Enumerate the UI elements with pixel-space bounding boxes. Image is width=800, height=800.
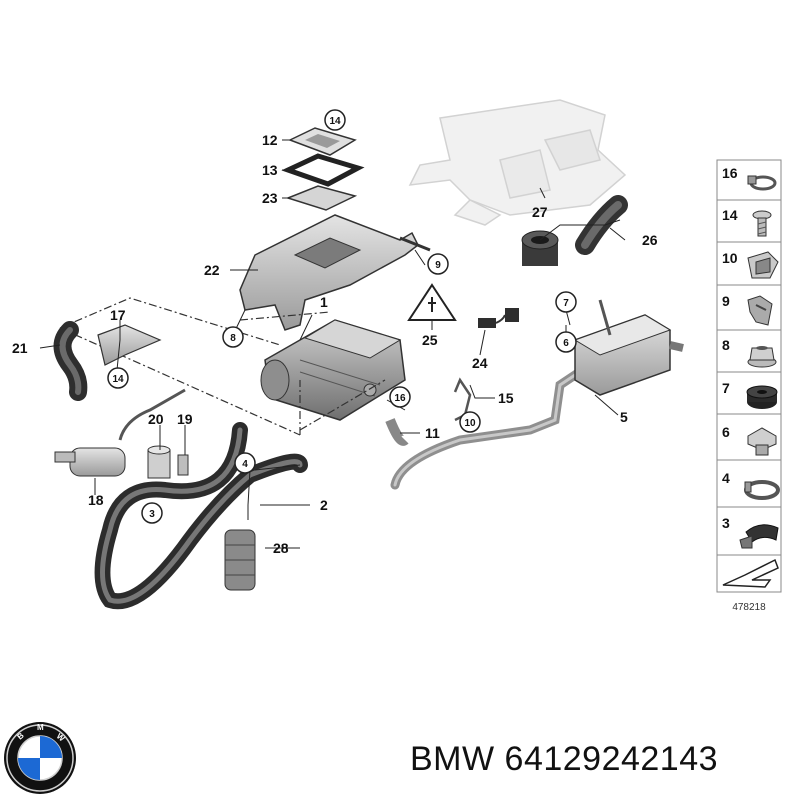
svg-text:4: 4	[242, 459, 248, 470]
connector-part-24	[478, 308, 519, 328]
circle-callout-10: 10	[459, 411, 481, 433]
svg-text:7: 7	[722, 380, 730, 396]
callout-13: 13	[262, 162, 278, 178]
callout-19: 19	[177, 411, 193, 427]
clip-nut-icon	[747, 251, 779, 279]
auxiliary-heater-part-1	[260, 319, 406, 421]
callout-12: 12	[262, 132, 278, 148]
legend-row-7: 7	[717, 380, 781, 415]
callout-28: 28	[273, 540, 289, 556]
ghost-engine-block	[408, 99, 627, 226]
svg-text:10: 10	[722, 250, 738, 266]
bracket-part-22	[239, 214, 431, 331]
callout-21: 21	[12, 340, 28, 356]
callout-18: 18	[88, 492, 104, 508]
svg-text:3: 3	[149, 509, 155, 520]
svg-text:9: 9	[722, 293, 730, 309]
arrow-symbol-icon	[722, 558, 779, 588]
circle-callout-14-top: 14	[324, 109, 346, 131]
legend-row-6: 6	[717, 424, 781, 461]
svg-text:14: 14	[112, 374, 124, 385]
svg-text:B: B	[16, 731, 26, 742]
legend-row-10: 10	[717, 250, 781, 286]
circle-callout-8: 8	[222, 326, 244, 348]
gasket-plate-12	[288, 127, 357, 156]
circle-callout-16: 16	[389, 386, 411, 408]
svg-text:16: 16	[722, 165, 738, 181]
muffler-part-5	[573, 299, 684, 396]
exhaust-pipe-part-11	[385, 360, 595, 490]
hose-clamp-icon	[747, 175, 777, 191]
callout-17: 17	[110, 307, 126, 323]
rubber-grommet-icon	[746, 385, 778, 409]
gasket-plate-23	[285, 185, 358, 211]
circle-callout-9: 9	[427, 253, 449, 275]
collar-nut-icon	[747, 427, 777, 456]
legend-row-fastener-arrow	[722, 558, 779, 588]
coolant-hose-part-3	[94, 422, 308, 610]
hex-nut-icon	[747, 346, 777, 368]
callout-25: 25	[422, 332, 438, 348]
svg-text:16: 16	[394, 393, 406, 404]
callout-15: 15	[498, 390, 514, 406]
diagram-code: 478218	[732, 602, 766, 613]
svg-text:4: 4	[722, 470, 730, 486]
circle-callout-7: 7	[555, 291, 577, 313]
svg-text:14: 14	[329, 116, 341, 127]
part-number-caption: BMW 64129242143	[410, 740, 719, 778]
callout-20: 20	[148, 411, 164, 427]
svg-text:7: 7	[563, 298, 569, 309]
screw-icon	[752, 210, 772, 237]
warning-triangle-icon	[407, 283, 457, 321]
hose-part-27	[575, 195, 628, 255]
circle-callout-4: 4	[234, 452, 256, 474]
circled-callouts: 14 9 8 14 16 10 7 6 4 3	[107, 109, 577, 524]
svg-text:6: 6	[722, 424, 730, 440]
callout-11: 11	[425, 425, 440, 441]
leader-lines	[39, 118, 626, 549]
callout-27: 27	[532, 204, 548, 220]
callout-2: 2	[320, 497, 328, 513]
callout-22: 22	[204, 262, 220, 278]
svg-text:14: 14	[722, 207, 738, 223]
callout-24: 24	[472, 355, 488, 371]
svg-text:W: W	[55, 732, 67, 744]
legend-row-16: 16	[717, 165, 781, 201]
callout-26: 26	[642, 232, 658, 248]
svg-text:9: 9	[435, 260, 441, 271]
parts-legend: 16 14 10 9	[716, 159, 782, 613]
callout-23: 23	[262, 190, 278, 206]
bmw-logo: B M W	[4, 722, 76, 794]
legend-row-14: 14	[717, 207, 781, 243]
legend-row-8: 8	[717, 337, 781, 373]
hose-part-21	[53, 321, 88, 401]
circle-callout-3: 3	[141, 502, 163, 524]
svg-text:10: 10	[464, 418, 476, 429]
ring-clamp-icon	[744, 480, 780, 500]
svg-text:M: M	[37, 723, 44, 732]
circle-callout-6: 6	[555, 331, 577, 353]
assembly-outline	[59, 297, 386, 436]
bracket-clamp-icon	[739, 524, 779, 549]
spring-clip-icon	[747, 295, 773, 326]
callout-1: 1	[320, 294, 328, 310]
sleeve-part-26	[521, 230, 559, 266]
pump-part-18	[54, 388, 186, 477]
legend-row-3: 3	[717, 515, 781, 556]
clip-part-19	[177, 454, 189, 476]
legend-row-9: 9	[717, 293, 781, 331]
svg-text:8: 8	[230, 333, 236, 344]
svg-text:8: 8	[722, 337, 730, 353]
circle-callout-14-left: 14	[107, 367, 129, 389]
svg-text:6: 6	[563, 338, 569, 349]
svg-text:3: 3	[722, 515, 730, 531]
callout-5: 5	[620, 409, 628, 425]
legend-row-4: 4	[717, 470, 781, 508]
callout-labels: 12 13 23 22 1 21 17 18 20 19 2 28 25 24 …	[12, 132, 658, 556]
bushing-part-20	[147, 445, 171, 479]
filter-part-28	[224, 529, 256, 591]
gasket-ring-13	[281, 153, 365, 187]
